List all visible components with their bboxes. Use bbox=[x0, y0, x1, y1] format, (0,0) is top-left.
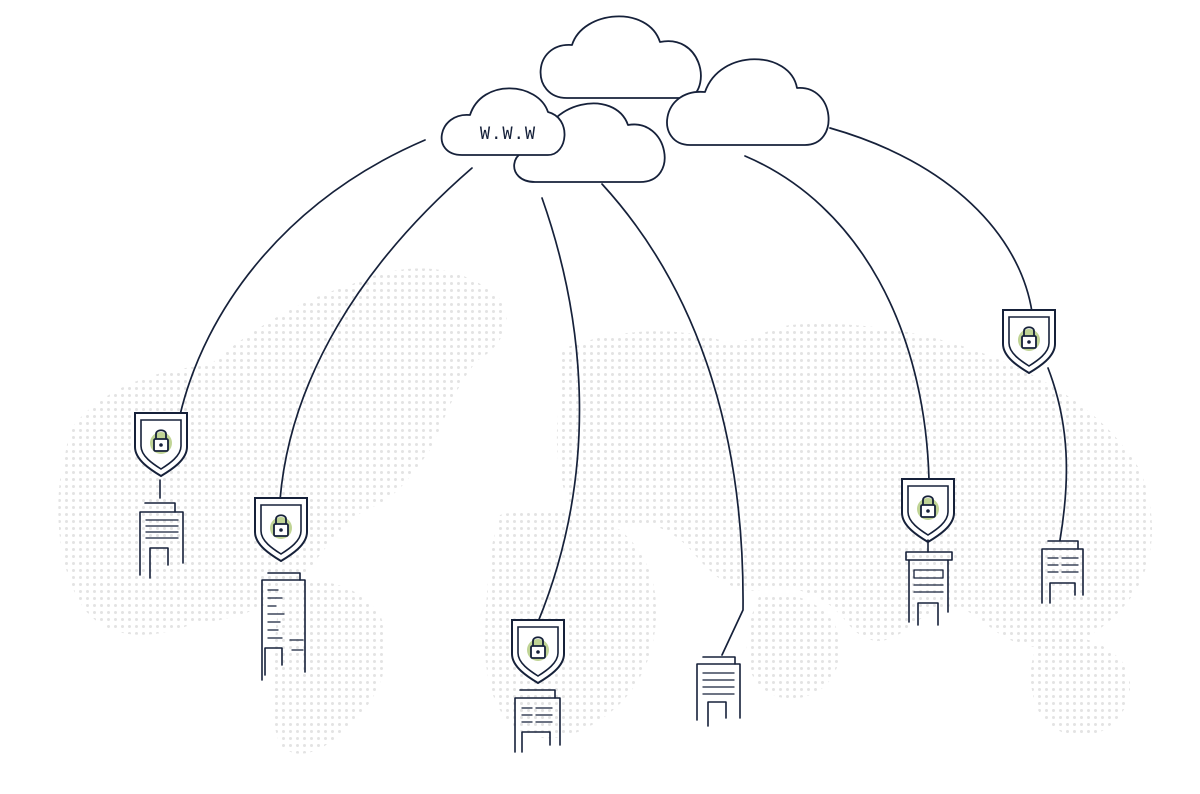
connection-line-6 bbox=[829, 127, 1033, 313]
office-building-icon bbox=[696, 656, 741, 727]
world-map-background bbox=[58, 268, 1152, 754]
office-building-icon bbox=[139, 479, 184, 579]
office-building-icon bbox=[1041, 540, 1084, 604]
cloud-www-icon bbox=[440, 87, 566, 156]
connection-line-6b bbox=[1047, 367, 1068, 541]
connection-lines bbox=[179, 127, 1068, 656]
cloud-label: W.W.W bbox=[480, 124, 536, 144]
cloud-icon bbox=[666, 58, 830, 146]
connection-line-5 bbox=[744, 155, 930, 481]
shield-lock-icon bbox=[1002, 309, 1056, 375]
shield-lock-icon bbox=[134, 412, 188, 478]
shield-lock-icon bbox=[901, 478, 955, 544]
connection-line-3 bbox=[537, 197, 581, 623]
office-building-icon bbox=[261, 572, 306, 681]
shield-lock-icon bbox=[254, 497, 308, 563]
shield-lock-icon bbox=[511, 619, 565, 685]
cloud-cluster: W.W.W bbox=[440, 15, 830, 183]
cloud-icon bbox=[539, 15, 702, 99]
office-building-icon bbox=[514, 689, 561, 753]
connection-line-1 bbox=[179, 139, 426, 416]
buildings bbox=[139, 479, 1084, 753]
office-building-icon bbox=[905, 539, 953, 626]
security-shields bbox=[134, 309, 1056, 685]
connection-line-4 bbox=[601, 183, 744, 656]
connection-line-2 bbox=[279, 167, 473, 501]
